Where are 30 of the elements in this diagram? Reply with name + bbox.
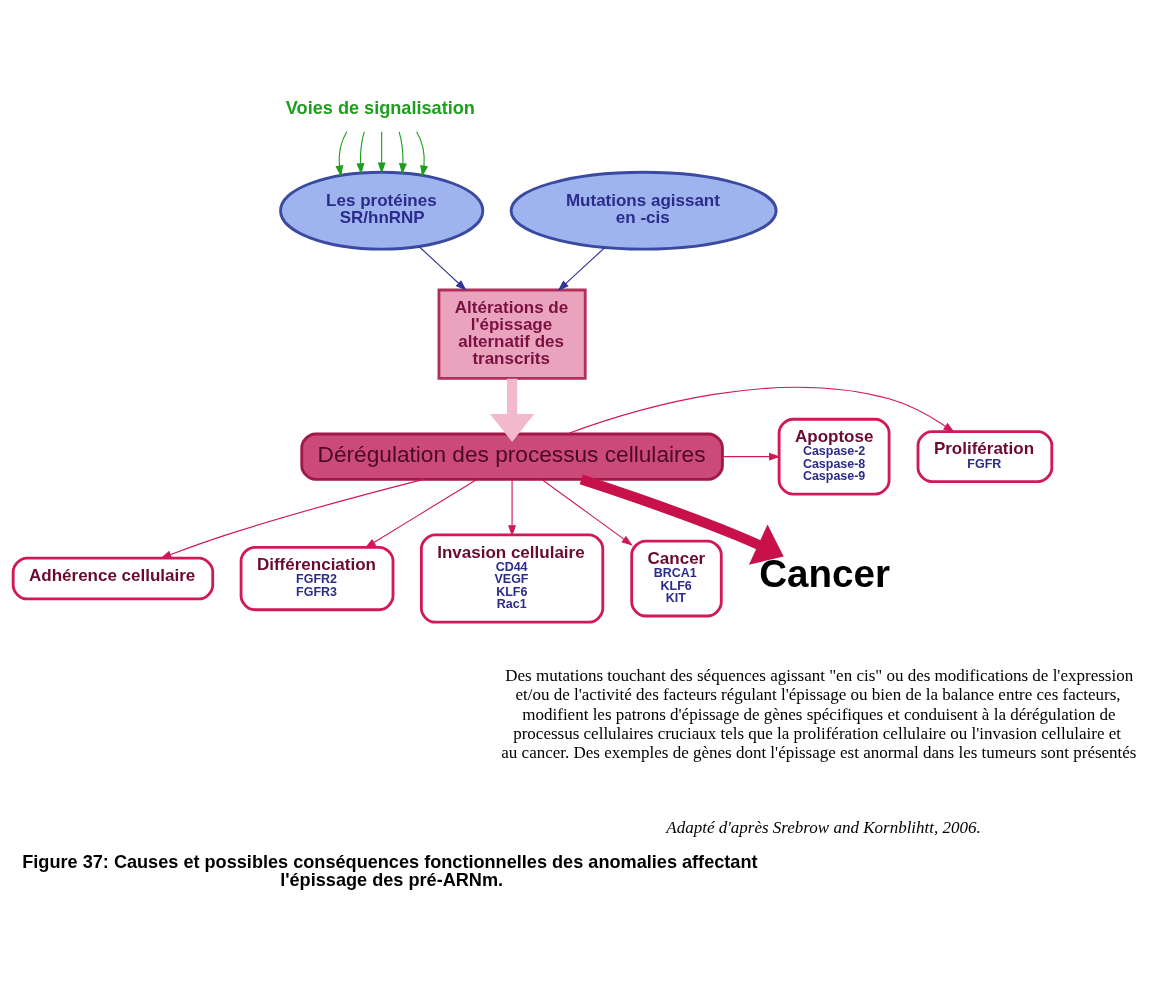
arrow <box>398 130 407 175</box>
node-box: Dérégulation des processus cellulaires <box>300 432 724 481</box>
arrow <box>377 130 386 174</box>
arrow <box>566 386 955 435</box>
arrow <box>541 478 633 546</box>
label: Adapté d'après Srebrow and Kornblihtt, 2006. <box>666 817 981 837</box>
node-box: Prolifération FGFR <box>916 429 1054 483</box>
node-text: Cancer <box>759 551 890 595</box>
arrow <box>416 130 428 177</box>
node-box: Différenciation FGFR2 FGFR3 <box>239 545 395 611</box>
arrow <box>418 245 467 291</box>
node-box: Apoptose Caspase-2 Caspase-8 Caspase-9 <box>777 417 891 495</box>
arrow <box>160 478 425 559</box>
arrow <box>356 130 365 175</box>
arrow <box>557 246 606 291</box>
node-text: Voies de signalisation <box>285 97 475 118</box>
arrow <box>579 474 784 565</box>
arrow <box>508 478 517 536</box>
arrow <box>364 478 478 548</box>
node-ellipse: Mutations agissant en -cis <box>509 170 778 250</box>
arrow <box>489 378 535 442</box>
node-box: Adhérence cellulaire <box>11 556 215 600</box>
node-box: Altérations de l'épissage alternatif des transcrits <box>437 288 587 380</box>
node-box: Invasion cellulaire CD44 VEGF KLF6 Rac1 <box>419 532 605 624</box>
node-ellipse: Les protéines SR/hnRNP <box>279 170 485 250</box>
label: Des mutations touchant des séquences agissant "en cis" ou des modifications de l'expression et/ou de l'activité des facteurs régulant l'épissage ou bien de la balance entre ces facteurs, modifient les patrons d'épissage de gènes spécifiques et conduisent à la dérégulation de processus cellulaires cruciaux tels que la prolifération cellulaire ou l'invasion cellulaire et au cancer. Des exemples de gènes dont l'épissage est anormal dans les tumeurs sont présentés <box>501 665 1137 762</box>
node-box: Cancer BRCA1 KLF6 KIT <box>630 539 723 617</box>
arrow <box>721 452 781 461</box>
caption: Figure 37: Causes et possibles conséquences fonctionnelles des anomalies affectant l'épissage des pré-ARNm. <box>22 851 758 890</box>
arrow <box>335 130 348 177</box>
